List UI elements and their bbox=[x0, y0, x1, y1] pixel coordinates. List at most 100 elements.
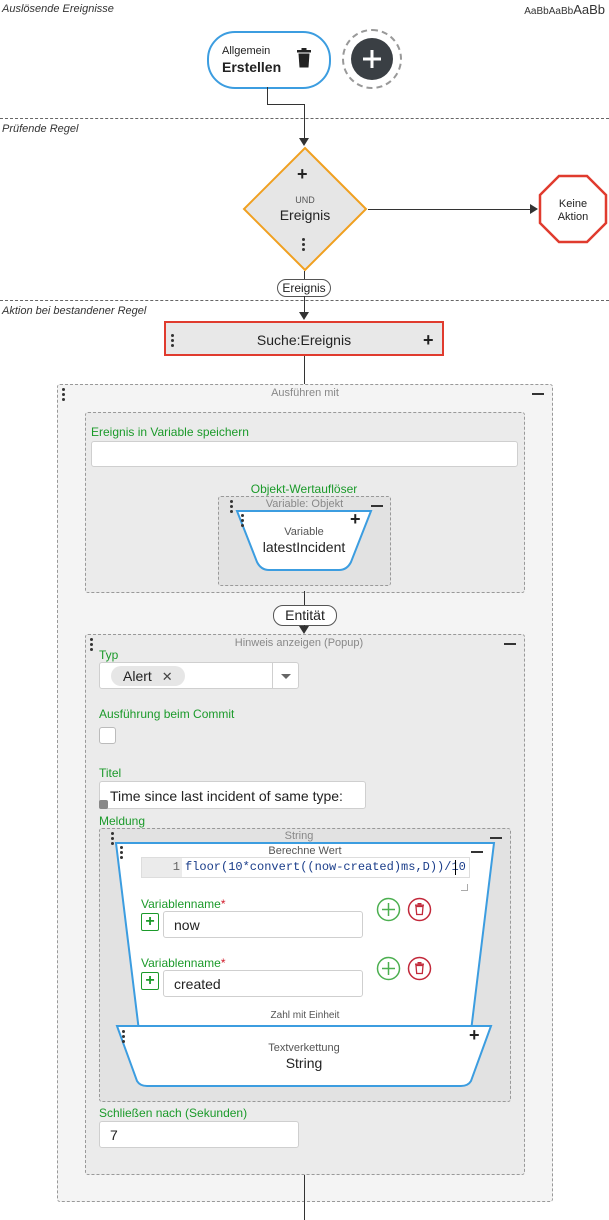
variable-name-label-text: Variablenname bbox=[141, 956, 221, 970]
text-concat-title: String bbox=[285, 1055, 323, 1071]
compute-value-title: Berechne Wert bbox=[268, 845, 342, 857]
type-label: Typ bbox=[99, 648, 119, 662]
font-size-small[interactable]: AaBbAaBb bbox=[524, 6, 574, 17]
variable-name: latestIncident bbox=[262, 539, 346, 555]
section-label-check-rule: Prüfende Regel bbox=[2, 123, 79, 135]
chevron-down-icon[interactable] bbox=[281, 674, 291, 679]
arrow-head bbox=[530, 204, 538, 214]
kebab-menu-icon[interactable] bbox=[302, 238, 306, 253]
save-variable-input[interactable] bbox=[91, 441, 518, 467]
collapse-icon[interactable] bbox=[371, 505, 383, 507]
type-chip: Alert ✕ bbox=[111, 666, 185, 686]
save-variable-label: Ereignis in Variable speichern bbox=[91, 425, 249, 439]
title-input[interactable]: Time since last incident of same type: bbox=[99, 781, 366, 809]
add-icon[interactable]: + bbox=[423, 330, 434, 350]
type-chip-label: Alert bbox=[123, 668, 152, 684]
section-label-triggers: Auslösende Ereignisse bbox=[2, 3, 114, 15]
variable-name-label: Variablenname* bbox=[141, 956, 226, 970]
variable-caption: Variable bbox=[284, 526, 324, 538]
trigger-subtitle: Allgemein bbox=[222, 45, 271, 57]
kebab-menu-icon[interactable] bbox=[171, 334, 175, 349]
font-size-large[interactable]: AaBb bbox=[573, 2, 605, 17]
add-variable-icon[interactable]: + bbox=[141, 913, 159, 931]
arrow-head bbox=[299, 312, 309, 320]
connector-line bbox=[267, 87, 268, 104]
connector-line bbox=[267, 104, 304, 105]
code-editor[interactable]: 1 floor(10*convert((now-created)ms,D))/1… bbox=[141, 857, 470, 878]
variable-name-label: Variablenname* bbox=[141, 897, 226, 911]
resize-handle-icon[interactable] bbox=[461, 884, 468, 891]
add-variable-icon[interactable]: + bbox=[141, 972, 159, 990]
title-label: Titel bbox=[99, 766, 122, 780]
trigger-title: Erstellen bbox=[222, 59, 282, 75]
collapse-icon[interactable] bbox=[504, 643, 516, 645]
rule-title: Ereignis bbox=[279, 207, 331, 223]
delete-circle-icon[interactable] bbox=[407, 956, 432, 981]
delete-circle-icon[interactable] bbox=[407, 897, 432, 922]
popup-title: Hinweis anzeigen (Popup) bbox=[234, 637, 364, 649]
add-condition-icon[interactable]: + bbox=[297, 164, 308, 184]
add-icon[interactable]: + bbox=[469, 1025, 480, 1045]
kebab-menu-icon[interactable] bbox=[120, 846, 124, 861]
code-line[interactable]: floor(10*convert((now-created)ms,D))/10 bbox=[185, 860, 466, 874]
chip-remove-icon[interactable]: ✕ bbox=[161, 669, 173, 684]
resolver-panel-title: Variable: Objekt bbox=[265, 498, 344, 510]
add-icon[interactable]: + bbox=[350, 509, 361, 529]
kebab-menu-icon[interactable] bbox=[90, 638, 94, 653]
collapse-icon[interactable] bbox=[471, 851, 483, 853]
add-trigger-button[interactable] bbox=[342, 29, 402, 89]
message-label: Meldung bbox=[99, 814, 146, 828]
plus-icon bbox=[363, 50, 381, 68]
close-after-label: Schließen nach (Sekunden) bbox=[99, 1106, 248, 1120]
variable-name-input[interactable]: created bbox=[163, 970, 363, 997]
trash-icon[interactable] bbox=[296, 48, 312, 68]
select-divider bbox=[272, 663, 273, 688]
no-action-line1: Keine bbox=[558, 198, 588, 210]
kebab-menu-icon[interactable] bbox=[241, 514, 245, 529]
resize-handle-icon[interactable] bbox=[99, 800, 108, 809]
connector-line bbox=[368, 209, 532, 210]
connector-line bbox=[304, 356, 305, 402]
string-panel-title: String bbox=[284, 830, 314, 842]
search-node[interactable]: Suche:Ereignis + bbox=[164, 321, 444, 356]
connector-line bbox=[304, 1175, 305, 1220]
trigger-node-erstellen[interactable]: Allgemein Erstellen bbox=[207, 31, 331, 89]
collapse-icon[interactable] bbox=[490, 837, 502, 839]
kebab-menu-icon[interactable] bbox=[62, 388, 66, 403]
variable-trapezoid[interactable] bbox=[235, 510, 373, 572]
search-node-label: Suche:Ereignis bbox=[256, 332, 352, 348]
type-select[interactable]: Alert ✕ bbox=[99, 662, 299, 689]
arrow-head bbox=[299, 626, 309, 634]
commit-checkbox[interactable] bbox=[99, 727, 116, 744]
kebab-menu-icon[interactable] bbox=[230, 500, 234, 515]
collapse-icon[interactable] bbox=[532, 393, 544, 395]
close-after-input[interactable]: 7 bbox=[99, 1121, 299, 1148]
kebab-menu-icon[interactable] bbox=[122, 1030, 126, 1045]
variable-name-label-text: Variablenname bbox=[141, 897, 221, 911]
connector-label-ereignis: Ereignis bbox=[277, 279, 331, 297]
connector-label-entitaet: Entität bbox=[273, 605, 337, 626]
arrow-head bbox=[299, 138, 309, 146]
add-circle-icon[interactable] bbox=[376, 956, 401, 981]
kebab-menu-icon[interactable] bbox=[111, 832, 115, 847]
add-trigger-circle[interactable] bbox=[351, 38, 393, 80]
font-size-toggle[interactable]: AaBbAaBbAaBb bbox=[524, 2, 605, 17]
execute-with-title: Ausführen mit bbox=[271, 387, 339, 399]
connector-line bbox=[304, 591, 305, 605]
resolver-label: Objekt-Wertauflöser bbox=[250, 482, 358, 496]
connector-line bbox=[304, 296, 305, 312]
text-concat-trapezoid[interactable] bbox=[115, 1025, 493, 1088]
required-mark: * bbox=[220, 956, 226, 970]
add-circle-icon[interactable] bbox=[376, 897, 401, 922]
no-action-stop-icon[interactable] bbox=[538, 174, 608, 244]
rule-operator: UND bbox=[295, 195, 315, 205]
unit-number-label: Zahl mit Einheit bbox=[270, 1010, 340, 1021]
connector-line bbox=[304, 104, 305, 138]
text-concat-caption: Textverkettung bbox=[268, 1042, 340, 1054]
variable-name-input[interactable]: now bbox=[163, 911, 363, 938]
rule-diamond[interactable] bbox=[242, 146, 368, 272]
section-label-action: Aktion bei bestandener Regel bbox=[2, 305, 147, 317]
no-action-line2: Aktion bbox=[557, 211, 589, 223]
connector-line bbox=[304, 271, 305, 280]
code-line-number: 1 bbox=[142, 858, 182, 877]
